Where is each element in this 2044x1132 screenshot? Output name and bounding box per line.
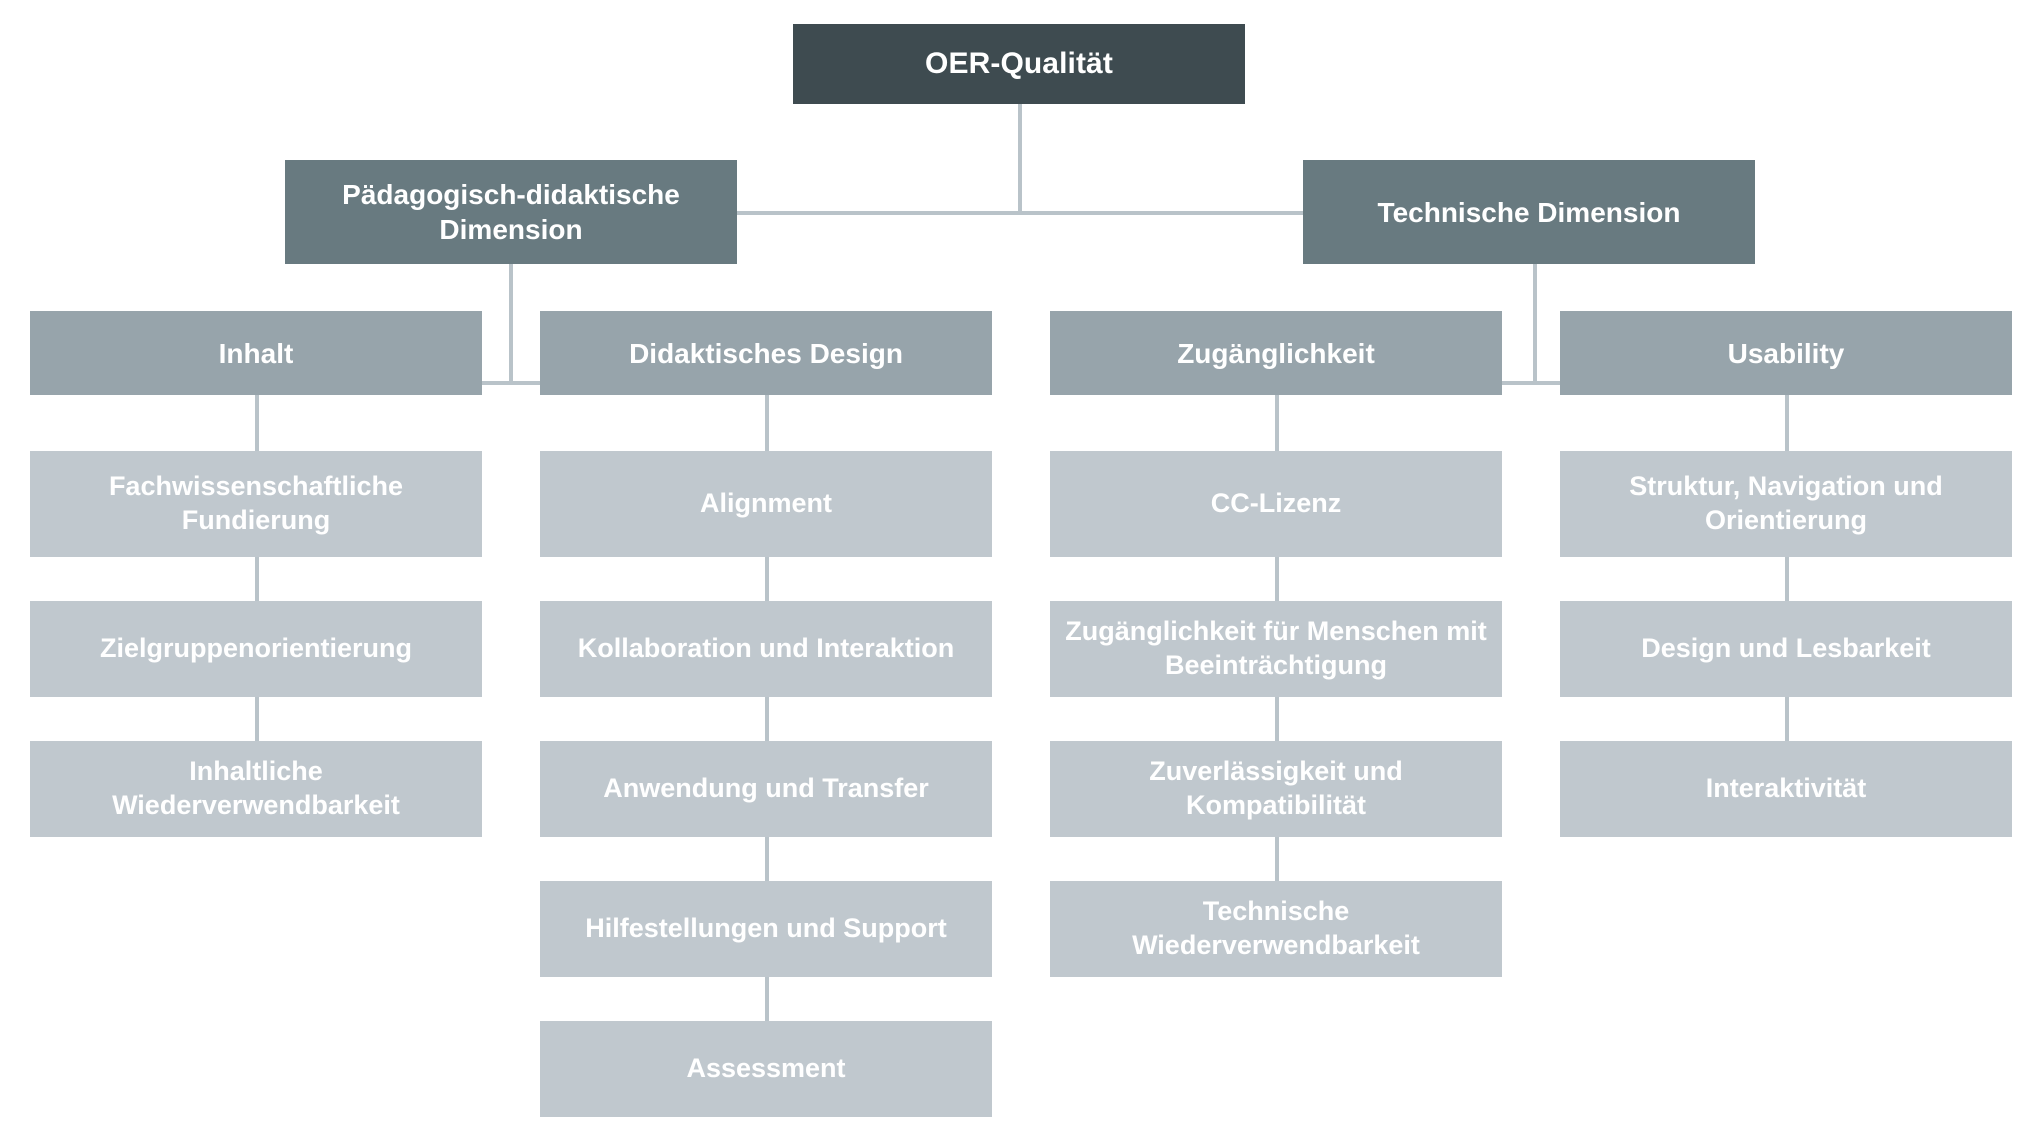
node-dimension-technisch[interactable]: Technische Dimension bbox=[1303, 160, 1755, 264]
node-label: Assessment bbox=[686, 1053, 846, 1084]
node-label: Didaktisches Design bbox=[629, 337, 903, 369]
connector-inhalt-gap-1 bbox=[255, 557, 259, 601]
node-label: Technische Wiederverwendbarkeit bbox=[1132, 896, 1420, 960]
connector-didaktik-stem bbox=[765, 385, 769, 451]
connector-zugaenglichkeit-gap-3 bbox=[1275, 837, 1279, 881]
node-category-zugaenglichkeit[interactable]: Zugänglichkeit bbox=[1050, 311, 1502, 395]
connector-technisch-bus bbox=[1400, 381, 1668, 385]
node-label: Fachwissenschaftliche Fundierung bbox=[108, 471, 404, 535]
node-label: CC-Lizenz bbox=[1210, 488, 1342, 519]
connector-inhalt-gap-2 bbox=[255, 697, 259, 741]
node-label: Design und Lesbarkeit bbox=[1641, 633, 1931, 664]
connector-technisch-down bbox=[1533, 207, 1537, 385]
node-label: Zugänglichkeit bbox=[1177, 337, 1375, 369]
connector-zugaenglichkeit-stem bbox=[1275, 385, 1279, 451]
connector-zugaenglichkeit-gap-1 bbox=[1275, 557, 1279, 601]
node-category-didaktisches-design[interactable]: Didaktisches Design bbox=[540, 311, 992, 395]
node-criterion-technische-wiederverwendbarkeit[interactable]: Technische Wiederverwendbarkeit bbox=[1050, 881, 1502, 977]
node-label: Anwendung und Transfer bbox=[603, 773, 929, 804]
node-label: Zugänglichkeit für Menschen mit Beeinträ… bbox=[1065, 616, 1487, 680]
node-dimension-paedagogisch[interactable]: Pädagogisch-didaktische Dimension bbox=[285, 160, 737, 264]
node-criterion-cc-lizenz[interactable]: CC-Lizenz bbox=[1050, 451, 1502, 557]
connector-usability-stem bbox=[1785, 385, 1789, 451]
node-criterion-zugaenglichkeit-beeintraechtigung[interactable]: Zugänglichkeit für Menschen mit Beeinträ… bbox=[1050, 601, 1502, 697]
node-label: Zuverlässigkeit und Kompatibilität bbox=[1149, 756, 1403, 820]
node-label: Struktur, Navigation und Orientierung bbox=[1629, 471, 1943, 535]
node-criterion-alignment[interactable]: Alignment bbox=[540, 451, 992, 557]
node-label: Usability bbox=[1727, 337, 1845, 369]
node-label: Zielgruppenorientierung bbox=[99, 633, 412, 664]
node-criterion-zuverlaessigkeit-und-kompatibilitaet[interactable]: Zuverlässigkeit und Kompatibilität bbox=[1050, 741, 1502, 837]
node-label: Alignment bbox=[700, 488, 832, 519]
connector-zugaenglichkeit-gap-2 bbox=[1275, 697, 1279, 741]
connector-root-down bbox=[1018, 103, 1022, 215]
node-category-inhalt[interactable]: Inhalt bbox=[30, 311, 482, 395]
connector-inhalt-stem bbox=[255, 385, 259, 451]
node-criterion-kollaboration-und-interaktion[interactable]: Kollaboration und Interaktion bbox=[540, 601, 992, 697]
node-criterion-anwendung-und-transfer[interactable]: Anwendung und Transfer bbox=[540, 741, 992, 837]
node-criterion-struktur-navigation-orientierung[interactable]: Struktur, Navigation und Orientierung bbox=[1560, 451, 2012, 557]
node-label: Kollaboration und Interaktion bbox=[577, 633, 955, 664]
connector-usability-gap-1 bbox=[1785, 557, 1789, 601]
node-criterion-assessment[interactable]: Assessment bbox=[540, 1021, 992, 1117]
node-criterion-fachwissenschaftliche-fundierung[interactable]: Fachwissenschaftliche Fundierung bbox=[30, 451, 482, 557]
node-criterion-design-und-lesbarkeit[interactable]: Design und Lesbarkeit bbox=[1560, 601, 2012, 697]
connector-didaktik-gap-2 bbox=[765, 697, 769, 741]
node-criterion-hilfestellungen-und-support[interactable]: Hilfestellungen und Support bbox=[540, 881, 992, 977]
node-root-oer-qualitaet[interactable]: OER-Qualität bbox=[793, 24, 1245, 104]
connector-paedagogisch-down bbox=[509, 207, 513, 385]
connector-dimension-bus bbox=[735, 211, 1303, 215]
node-label: Interaktivität bbox=[1705, 773, 1867, 804]
node-category-usability[interactable]: Usability bbox=[1560, 311, 2012, 395]
node-criterion-inhaltliche-wiederverwendbarkeit[interactable]: Inhaltliche Wiederverwendbarkeit bbox=[30, 741, 482, 837]
node-label: Inhalt bbox=[218, 337, 294, 369]
node-criterion-interaktivitaet[interactable]: Interaktivität bbox=[1560, 741, 2012, 837]
node-criterion-zielgruppenorientierung[interactable]: Zielgruppenorientierung bbox=[30, 601, 482, 697]
node-label: Hilfestellungen und Support bbox=[585, 913, 947, 944]
connector-didaktik-gap-4 bbox=[765, 977, 769, 1021]
connector-paedagogisch-bus bbox=[375, 381, 643, 385]
node-label: Technische Dimension bbox=[1377, 196, 1681, 228]
node-label: Inhaltliche Wiederverwendbarkeit bbox=[112, 756, 400, 820]
connector-didaktik-gap-3 bbox=[765, 837, 769, 881]
connector-didaktik-gap-1 bbox=[765, 557, 769, 601]
connector-usability-gap-2 bbox=[1785, 697, 1789, 741]
node-label: Pädagogisch-didaktische Dimension bbox=[342, 179, 680, 245]
node-label: OER-Qualität bbox=[925, 47, 1113, 81]
